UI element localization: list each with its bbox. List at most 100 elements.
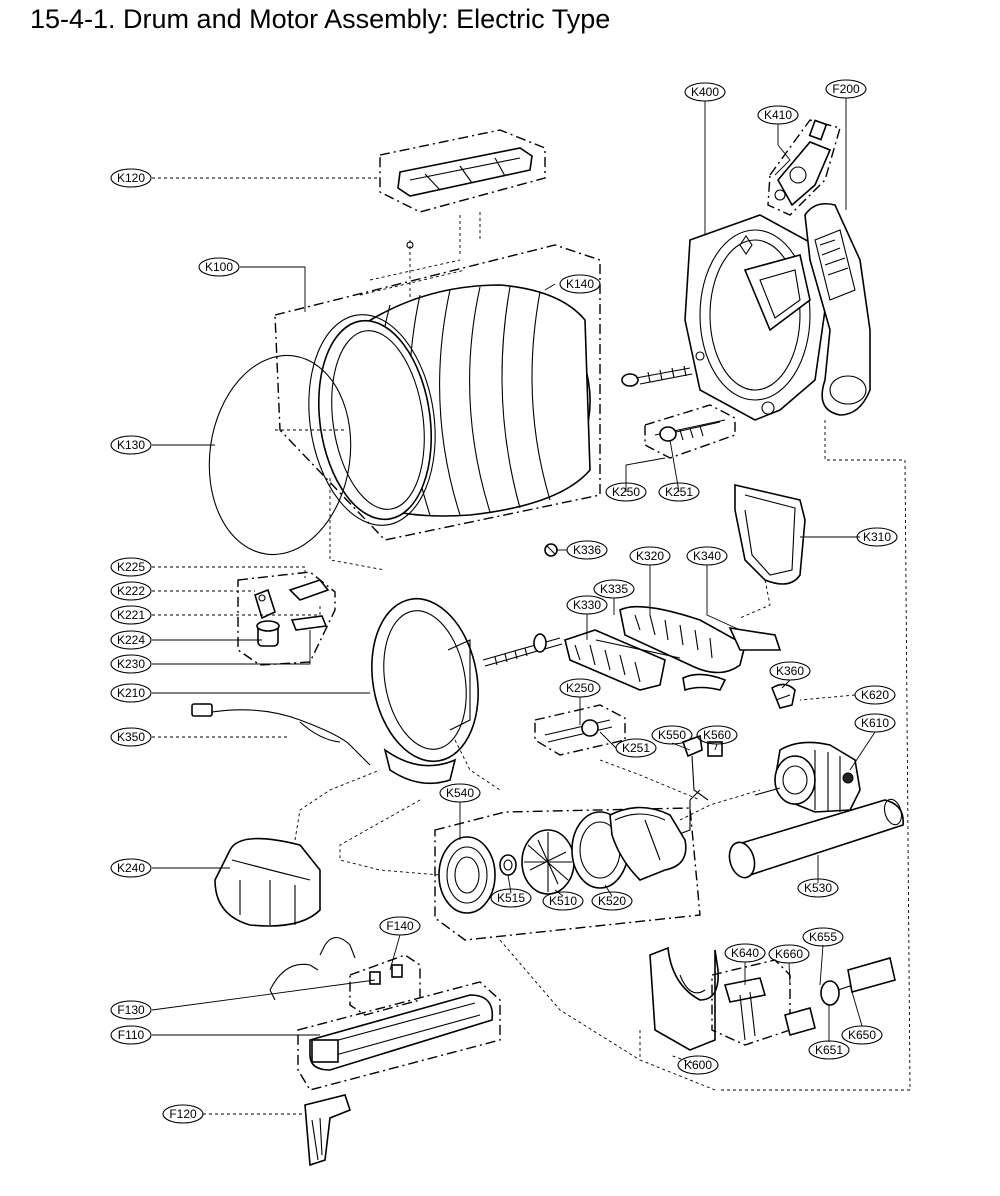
callout-k221: K221	[110, 605, 152, 625]
page-title: 15-4-1. Drum and Motor Assembly: Electri…	[30, 4, 611, 34]
callout-k651: K651	[808, 1040, 850, 1060]
callout-k530: K530	[797, 878, 839, 898]
svg-text:K310: K310	[863, 530, 891, 544]
leader-lines	[151, 98, 876, 1115]
svg-text:K651: K651	[815, 1043, 843, 1057]
callout-k510: K510	[542, 891, 584, 911]
svg-text:K540: K540	[446, 786, 474, 800]
callout-f130: F130	[110, 1000, 152, 1020]
callout-k560: K560	[696, 725, 738, 745]
part-k320-filter	[564, 605, 782, 692]
part-k610-motor	[754, 741, 861, 813]
callout-k336: K336	[566, 540, 608, 560]
callout-k240: K240	[110, 858, 152, 878]
part-k140-drum	[308, 284, 591, 526]
callout-k610: K610	[854, 713, 896, 733]
callout-k130: K130	[110, 435, 152, 455]
svg-text:K320: K320	[636, 549, 664, 563]
svg-text:K650: K650	[848, 1028, 876, 1042]
callout-k655: K655	[802, 927, 844, 947]
svg-text:K120: K120	[117, 171, 145, 185]
svg-text:K240: K240	[117, 861, 145, 875]
part-k210-bulkhead	[371, 597, 479, 785]
svg-text:K251: K251	[622, 741, 650, 755]
callout-k620: K620	[854, 685, 896, 705]
svg-text:F120: F120	[169, 1107, 197, 1121]
part-k240-housing	[214, 769, 381, 927]
callout-k335: K335	[593, 579, 635, 599]
part-k250-lower-bearing	[534, 704, 626, 756]
callout-k140: K140	[559, 274, 601, 294]
svg-text:K400: K400	[691, 85, 719, 99]
svg-text:K230: K230	[117, 657, 145, 671]
part-f140-clip	[269, 936, 421, 1016]
svg-text:K550: K550	[658, 728, 686, 742]
part-k221-group	[237, 571, 336, 666]
svg-text:K251: K251	[665, 485, 693, 499]
callout-k660: K660	[768, 944, 810, 964]
svg-text:K336: K336	[573, 543, 601, 557]
svg-text:K510: K510	[549, 894, 577, 908]
callout-k222: K222	[110, 581, 152, 601]
svg-text:K210: K210	[117, 686, 145, 700]
callout-k600: K600	[677, 1055, 719, 1075]
part-k336-screw	[544, 543, 558, 557]
part-k530-tube	[728, 798, 904, 879]
part-k120-bracket	[379, 129, 546, 213]
part-f200-duct	[720, 202, 911, 1091]
callout-k230: K230	[110, 654, 152, 674]
svg-text:K335: K335	[600, 582, 628, 596]
callout-k360: K360	[769, 661, 811, 681]
callout-f110: F110	[110, 1025, 152, 1045]
callout-k210: K210	[110, 683, 152, 703]
assembly-guide-lines	[339, 212, 761, 1061]
svg-text:K330: K330	[573, 598, 601, 612]
callout-k640: K640	[724, 943, 766, 963]
svg-text:K340: K340	[693, 549, 721, 563]
callout-k100: K100	[198, 257, 240, 277]
callout-k320: K320	[629, 546, 671, 566]
part-k310-ring	[734, 483, 806, 619]
svg-text:K410: K410	[764, 108, 792, 122]
svg-text:K610: K610	[861, 716, 889, 730]
callout-k400: K400	[684, 82, 726, 102]
callout-k250-lower: K250	[559, 678, 601, 698]
callout-f120: F120	[162, 1104, 204, 1124]
svg-text:K530: K530	[804, 881, 832, 895]
callout-k120: K120	[110, 168, 152, 188]
callout-k515: K515	[490, 888, 532, 908]
callout-k650: K650	[841, 1025, 883, 1045]
callout-k340: K340	[686, 546, 728, 566]
callout-k330: K330	[566, 595, 608, 615]
svg-text:F130: F130	[117, 1003, 145, 1017]
callout-k310: K310	[856, 527, 898, 547]
part-k250-upper-bearing	[644, 404, 736, 459]
svg-text:K140: K140	[566, 277, 594, 291]
svg-text:K660: K660	[775, 947, 803, 961]
svg-text:F200: F200	[832, 82, 860, 96]
svg-text:K130: K130	[117, 438, 145, 452]
svg-text:K225: K225	[117, 560, 145, 574]
part-k510-fan-group	[434, 806, 701, 941]
callout-k224: K224	[110, 630, 152, 650]
callout-k250-upper: K250	[605, 482, 647, 502]
svg-text:K560: K560	[703, 728, 731, 742]
part-k410-plate	[767, 119, 841, 216]
svg-text:K221: K221	[117, 608, 145, 622]
svg-text:F110: F110	[118, 1028, 145, 1042]
svg-text:K222: K222	[117, 584, 145, 598]
callout-f200: F200	[825, 79, 867, 99]
part-f110-heater	[297, 981, 501, 1091]
callout-k520: K520	[591, 891, 633, 911]
part-k350-cable	[191, 703, 371, 766]
part-center-rod	[482, 633, 563, 667]
svg-text:K620: K620	[861, 688, 889, 702]
callout-f140: F140	[379, 916, 421, 936]
part-k360-clip	[771, 683, 796, 709]
svg-text:K515: K515	[497, 891, 525, 905]
callout-k540: K540	[439, 783, 481, 803]
svg-text:K250: K250	[566, 681, 594, 695]
svg-text:K350: K350	[117, 730, 145, 744]
part-k100-drum-frame	[274, 215, 601, 541]
